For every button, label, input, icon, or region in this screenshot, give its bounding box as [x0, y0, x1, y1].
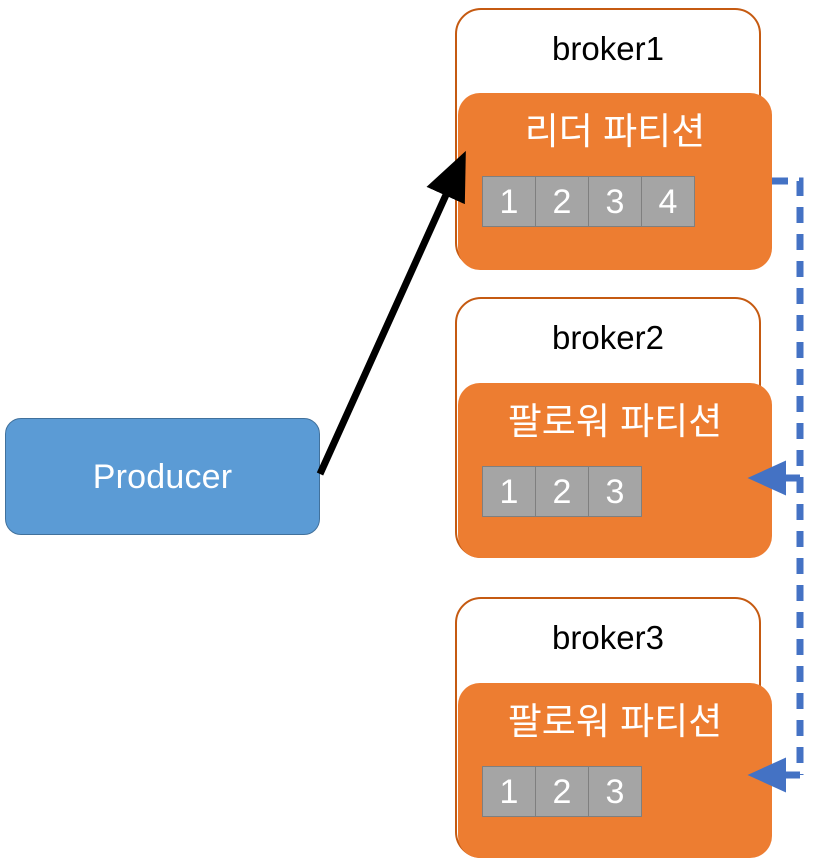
replication-bus	[772, 177, 804, 775]
partition-cell: 3	[588, 466, 642, 517]
partition-cell: 1	[482, 466, 536, 517]
partition-panel-broker1[interactable]: 리더 파티션 1 2 3 4	[458, 93, 772, 270]
partition-cell: 1	[482, 176, 536, 227]
partition-cell: 3	[588, 176, 642, 227]
broker-title-broker3: broker3	[552, 619, 664, 656]
producer-node[interactable]: Producer	[5, 418, 320, 535]
partition-cell: 1	[482, 766, 536, 817]
partition-panel-broker3[interactable]: 팔로워 파티션 1 2 3	[458, 683, 772, 858]
partition-cell: 2	[535, 466, 589, 517]
partition-cell: 3	[588, 766, 642, 817]
partition-cells-broker2: 1 2 3	[482, 466, 642, 517]
partition-label-broker3: 팔로워 파티션	[507, 701, 723, 742]
produce-arrow	[316, 150, 466, 476]
partition-cell: 4	[641, 176, 695, 227]
partition-cell: 2	[535, 766, 589, 817]
broker-title-broker1: broker1	[552, 30, 664, 67]
partition-cell: 2	[535, 176, 589, 227]
partition-label-broker1: 리더 파티션	[524, 111, 706, 152]
partition-panel-broker2[interactable]: 팔로워 파티션 1 2 3	[458, 383, 772, 558]
broker-title-broker2: broker2	[552, 319, 664, 356]
partition-label-broker2: 팔로워 파티션	[507, 401, 723, 442]
partition-cells-broker3: 1 2 3	[482, 766, 642, 817]
producer-label: Producer	[92, 457, 233, 496]
partition-cells-broker1: 1 2 3 4	[482, 176, 695, 227]
